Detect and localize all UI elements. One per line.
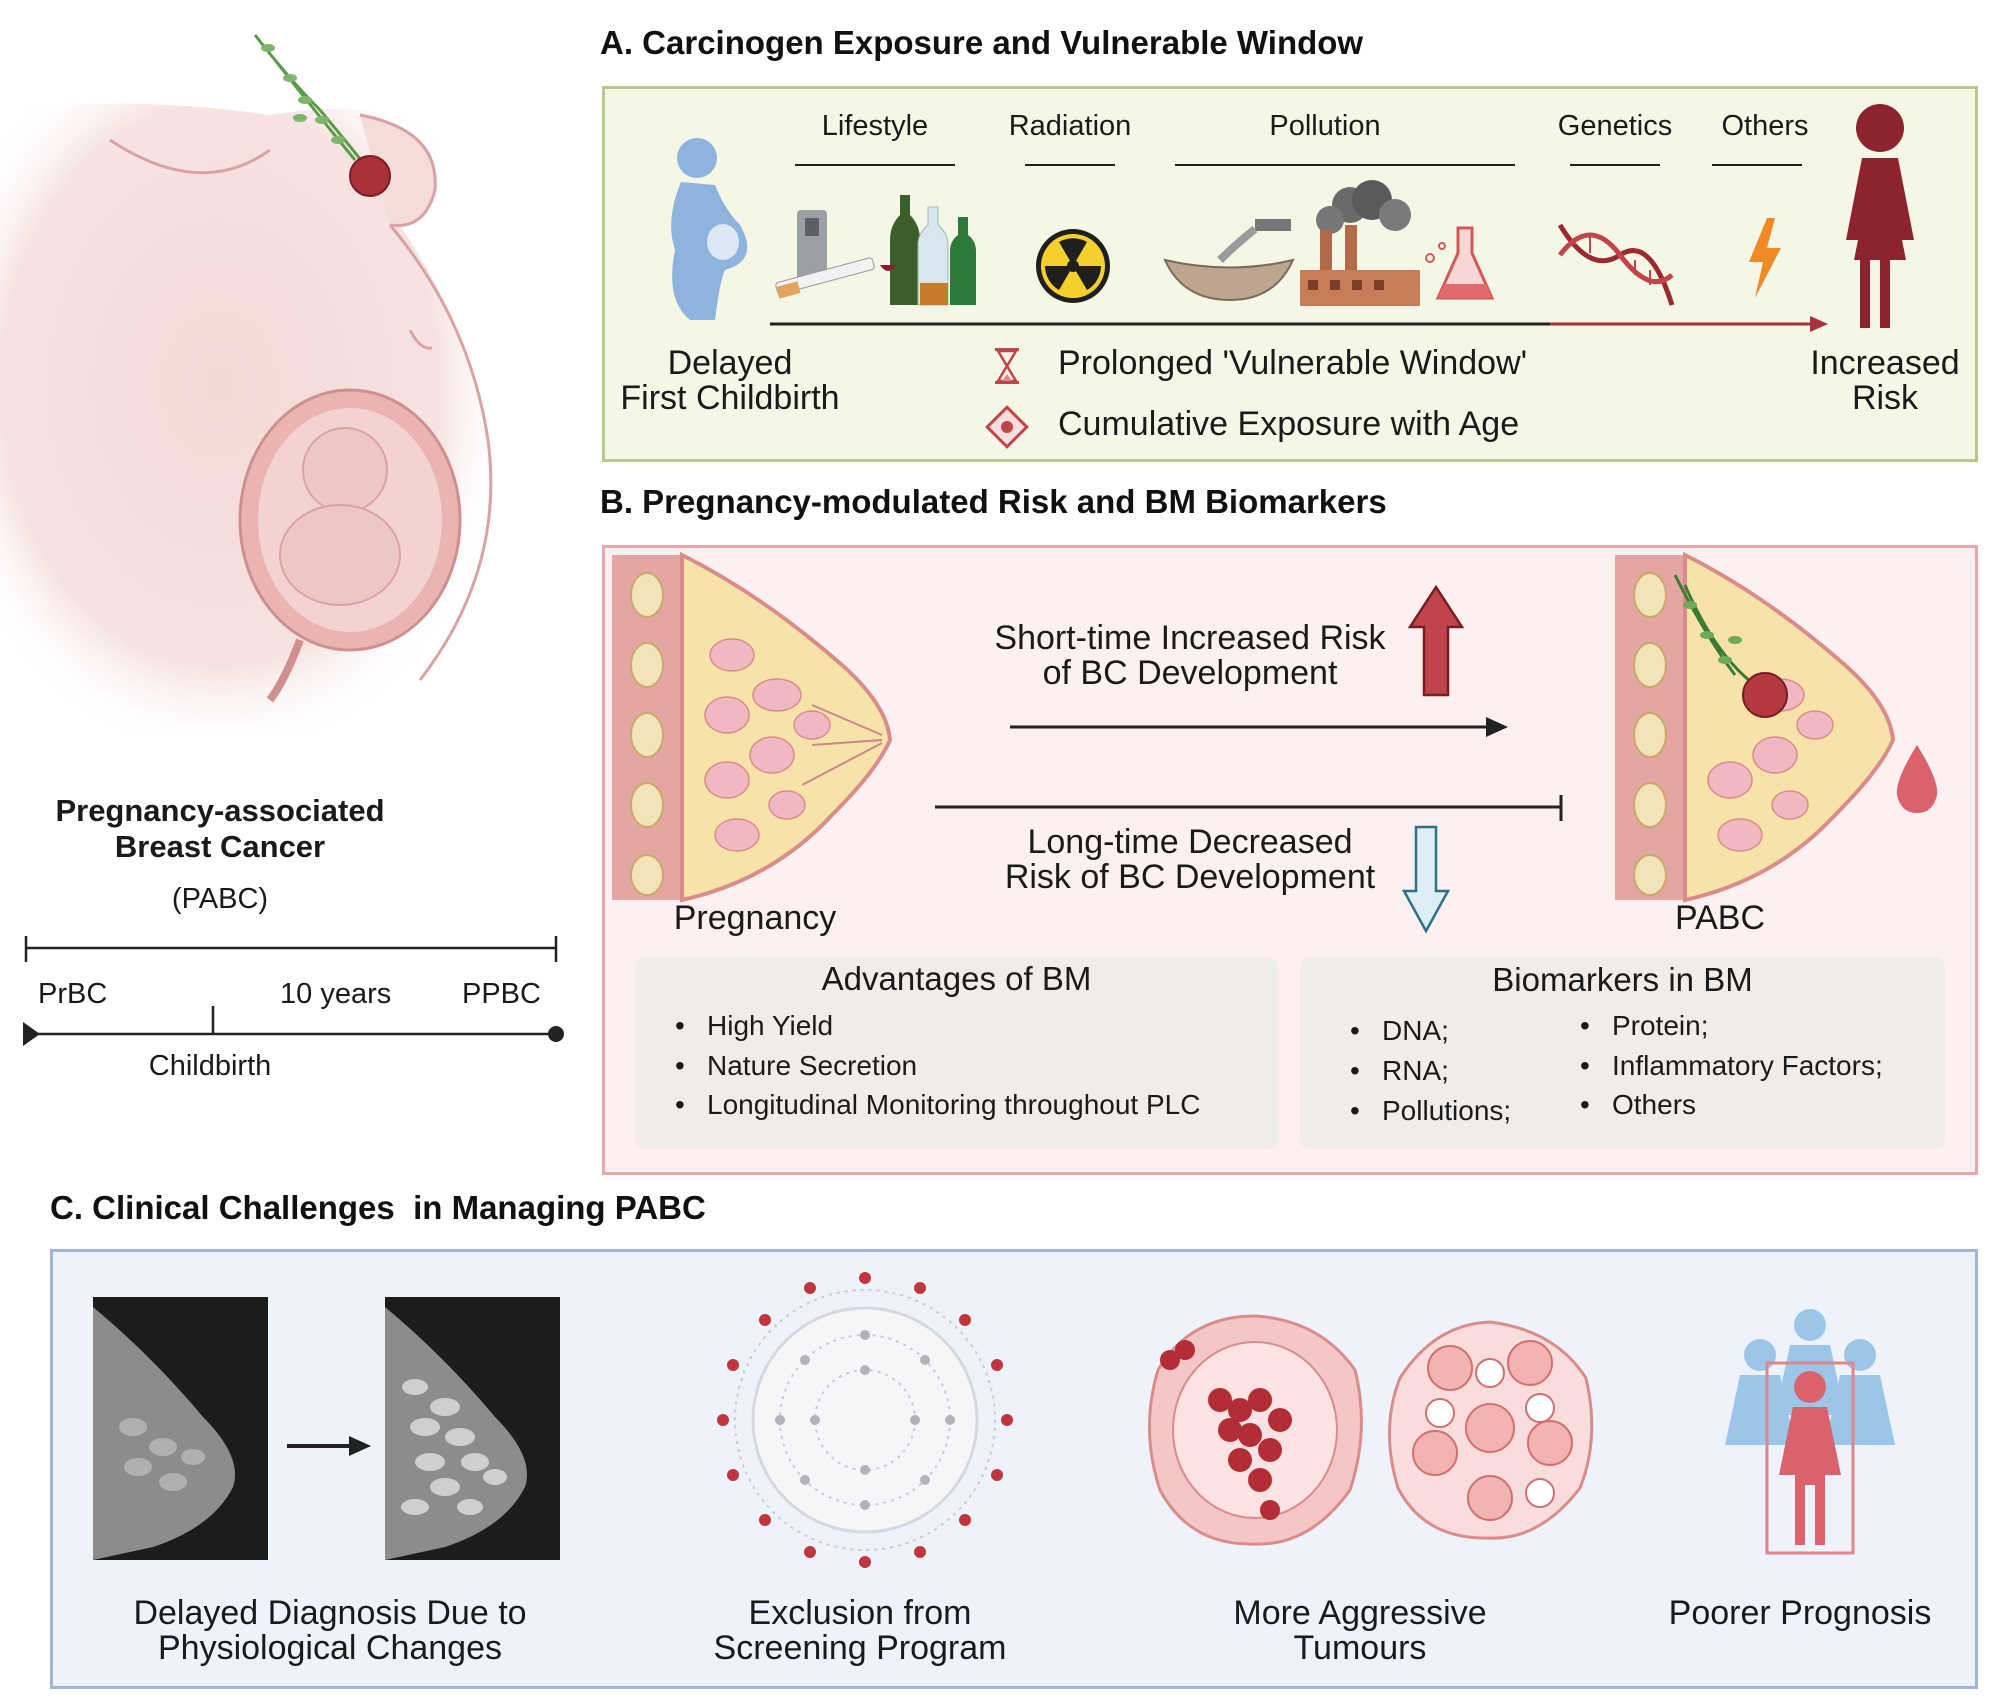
screening-population-diagram bbox=[715, 1270, 1015, 1570]
pregnant-torso-illustration bbox=[0, 0, 560, 760]
section-b-title: B. Pregnancy-modulated Risk and BM Bioma… bbox=[600, 483, 1387, 520]
category-radiation: Radiation bbox=[1008, 110, 1132, 142]
increased-risk-arrow bbox=[1010, 715, 1510, 739]
timeline-event-label: Childbirth bbox=[148, 1050, 272, 1082]
challenge-2-line2: Screening Program bbox=[713, 1629, 1007, 1667]
category-pollution: Pollution bbox=[1269, 110, 1381, 142]
aggressive-tumour-tissue-image bbox=[1380, 1318, 1600, 1543]
mammogram-before-image bbox=[93, 1297, 268, 1560]
increased-risk-line1: Increased bbox=[1810, 344, 1960, 382]
down-arrow-icon bbox=[1401, 825, 1451, 934]
waste-water-pollution-icon bbox=[1163, 215, 1295, 302]
woman-increased-risk-icon bbox=[1840, 100, 1920, 330]
exposure-timeline-arrow bbox=[770, 316, 1830, 336]
section-c-panel bbox=[50, 1249, 1978, 1689]
normal-duct-tissue-image bbox=[1140, 1310, 1370, 1550]
challenge-2-line1: Exclusion from bbox=[748, 1594, 972, 1632]
pabc-timeline bbox=[20, 930, 570, 1060]
category-others-rule bbox=[1712, 164, 1802, 166]
short-time-risk-line2: of BC Development bbox=[1042, 654, 1338, 692]
pabc-title-line2: Breast Cancer bbox=[114, 829, 326, 864]
biomarker-item: DNA; bbox=[1350, 1015, 1449, 1047]
timeline-end-label: PPBC bbox=[462, 978, 541, 1010]
timeline-start-label: PrBC bbox=[38, 978, 108, 1010]
pregnancy-label: Pregnancy bbox=[673, 899, 837, 937]
pabc-abbreviation: (PABC) bbox=[171, 883, 269, 915]
vulnerable-window-text: Prolonged 'Vulnerable Window' bbox=[1058, 344, 1528, 382]
category-pollution-rule bbox=[1175, 164, 1515, 166]
dna-helix-icon bbox=[1557, 215, 1675, 310]
pabc-title-line1: Pregnancy-associated bbox=[55, 793, 385, 828]
cumulative-exposure-text: Cumulative Exposure with Age bbox=[1058, 405, 1520, 443]
milk-drop-icon bbox=[1895, 745, 1939, 815]
advantages-title: Advantages of BM bbox=[821, 960, 1092, 997]
category-genetics-rule bbox=[1570, 164, 1660, 166]
delayed-childbirth-line1: Delayed bbox=[667, 344, 793, 382]
challenge-3-line2: Tumours bbox=[1293, 1629, 1427, 1667]
challenge-1-line1: Delayed Diagnosis Due to bbox=[133, 1594, 527, 1632]
short-time-risk-line1: Short-time Increased Risk bbox=[994, 619, 1386, 657]
biomarker-item: Protein; bbox=[1580, 1010, 1708, 1042]
cigarette-vape-icon bbox=[775, 210, 875, 305]
challenge-1-line2: Physiological Changes bbox=[158, 1629, 502, 1667]
advantage-item: High Yield bbox=[675, 1010, 833, 1042]
challenge-4-line1: Poorer Prognosis bbox=[1668, 1594, 1932, 1632]
category-others: Others bbox=[1721, 110, 1809, 142]
pregnancy-breast-illustration bbox=[612, 551, 897, 903]
biomarker-item: Others bbox=[1580, 1089, 1696, 1121]
long-time-risk-line1: Long-time Decreased bbox=[1027, 823, 1353, 861]
advantage-item: Nature Secretion bbox=[675, 1050, 917, 1082]
category-lifestyle: Lifestyle bbox=[821, 110, 929, 142]
patient-group-prognosis-icon bbox=[1725, 1305, 1895, 1555]
challenge-3-line1: More Aggressive bbox=[1233, 1594, 1487, 1632]
up-arrow-icon bbox=[1407, 584, 1465, 697]
alcohol-bottles-icon bbox=[880, 195, 985, 310]
biomarkers-title: Biomarkers in BM bbox=[1492, 961, 1753, 998]
category-lifestyle-rule bbox=[795, 164, 955, 166]
biomarker-item: Inflammatory Factors; bbox=[1580, 1050, 1883, 1082]
section-c-title: C. Clinical Challenges in Managing PABC bbox=[50, 1189, 706, 1226]
timeline-middle-label: 10 years bbox=[280, 978, 392, 1010]
long-time-risk-line2: Risk of BC Development bbox=[1004, 858, 1376, 896]
category-genetics: Genetics bbox=[1557, 110, 1673, 142]
delayed-childbirth-line2: First Childbirth bbox=[620, 379, 840, 417]
advantage-item: Longitudinal Monitoring throughout PLC bbox=[675, 1089, 1200, 1121]
section-a-title: A. Carcinogen Exposure and Vulnerable Wi… bbox=[600, 24, 1364, 61]
right-arrow-icon bbox=[287, 1436, 372, 1456]
chemical-flask-icon bbox=[1420, 218, 1500, 308]
decreased-risk-inhibition-line bbox=[935, 795, 1565, 825]
pabc-breast-illustration bbox=[1615, 551, 1900, 903]
pregnant-woman-icon bbox=[645, 130, 765, 330]
lightning-bolt-icon bbox=[1745, 218, 1785, 298]
increased-risk-line2: Risk bbox=[1851, 379, 1919, 417]
biomarker-item: RNA; bbox=[1350, 1055, 1449, 1087]
hourglass-icon bbox=[995, 348, 1019, 384]
mammogram-after-image bbox=[385, 1297, 560, 1560]
factory-smoke-icon bbox=[1300, 180, 1420, 310]
hazard-diamond-icon bbox=[985, 405, 1029, 449]
category-radiation-rule bbox=[1025, 164, 1115, 166]
radiation-symbol-icon bbox=[1035, 228, 1111, 304]
pabc-label: PABC bbox=[1674, 899, 1766, 937]
biomarker-item: Pollutions; bbox=[1350, 1095, 1511, 1127]
